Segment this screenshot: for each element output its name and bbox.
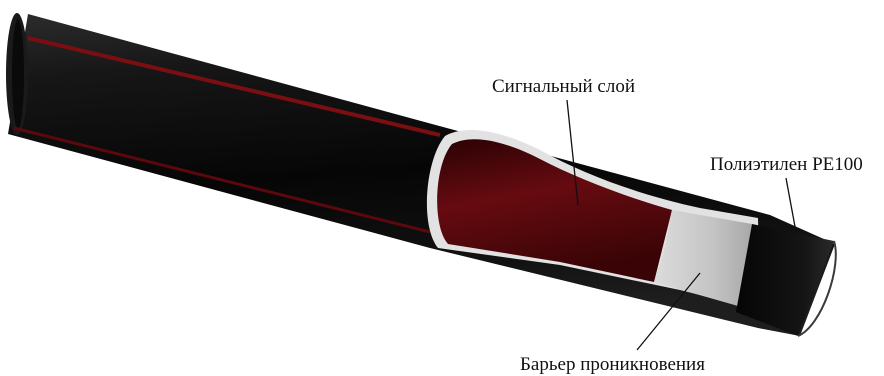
label-polyethylene: Полиэтилен PE100 (710, 154, 863, 175)
label-barrier: Барьер проникновения (520, 354, 705, 375)
label-signal-layer: Сигнальный слой (492, 76, 635, 97)
